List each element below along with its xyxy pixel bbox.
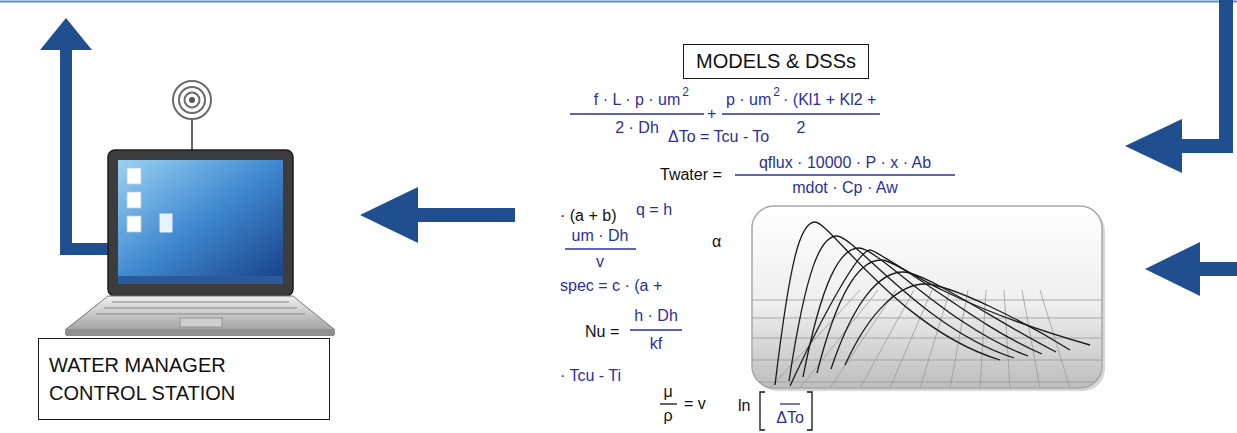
laptop-illustration — [65, 330, 335, 336]
chart-illustration — [752, 206, 1102, 388]
bracket — [760, 392, 812, 430]
fraction-bar — [780, 403, 800, 404]
chart-illustration — [920, 290, 950, 388]
fraction-bar — [565, 114, 955, 404]
laptop-illustration — [179, 87, 205, 113]
laptop-illustration — [104, 308, 297, 309]
chart-illustration — [752, 360, 1102, 361]
chart-illustration — [752, 318, 1102, 319]
equation-term: Twater = — [660, 165, 722, 184]
box-text: WATER MANAGER CONTROL STATION — [49, 351, 319, 407]
equation-term: = v — [684, 394, 706, 413]
equation-term: p · um — [726, 90, 771, 109]
laptop-illustration — [180, 318, 222, 327]
equation-term: v — [596, 252, 604, 271]
equation-term: μ — [663, 382, 672, 401]
flow-arrow — [1145, 242, 1200, 296]
equation-term: mdot · Cp · Aw — [792, 178, 898, 197]
chart-illustration — [1004, 290, 1010, 388]
laptop-illustration — [96, 314, 305, 315]
chart-illustration — [817, 260, 1042, 373]
laptop-illustration — [65, 296, 335, 330]
fraction-bar — [722, 113, 880, 114]
box-text: MODELS & DSSs — [696, 50, 856, 73]
equation-term: um · Dh — [572, 226, 629, 245]
equation-term: + — [707, 104, 716, 123]
chart-illustration — [831, 272, 1056, 369]
equation-term: · (Kl1 + Kl2 + — [783, 90, 876, 109]
flow-arrow — [1196, 262, 1237, 276]
equation-term: α — [712, 232, 721, 251]
bracket — [760, 392, 765, 430]
laptop-illustration — [189, 97, 195, 103]
equation-term: 2 — [797, 118, 806, 137]
fraction-bar — [570, 113, 704, 114]
laptop-illustration — [108, 150, 293, 296]
fraction-bar — [735, 174, 955, 175]
chart-illustration — [1040, 290, 1070, 388]
chart-illustration — [860, 290, 914, 388]
equation-term: ln — [738, 396, 750, 415]
flow-arrow — [40, 18, 92, 50]
fraction-bar — [630, 329, 682, 330]
equation-term: 2 — [773, 85, 780, 99]
chart-illustration — [845, 284, 1070, 365]
chart-illustration — [890, 290, 932, 388]
chart-illustration — [775, 222, 1000, 385]
equation-term: kf — [650, 334, 662, 353]
equation-term: ρ — [663, 406, 672, 425]
laptop-illustration — [127, 216, 141, 232]
equation-term: ΔTo = Tcu - To — [668, 127, 769, 146]
flow-arrow — [1219, 0, 1233, 153]
fraction-bar — [660, 403, 677, 404]
laptop-illustration — [160, 214, 172, 232]
chart-illustration — [752, 290, 1102, 388]
laptop-illustration — [127, 192, 141, 208]
chart-illustration — [775, 222, 1090, 386]
laptop-illustration — [118, 160, 283, 284]
chart-illustration — [770, 290, 860, 388]
model-title-box: MODELS & DSSs — [683, 44, 869, 79]
equation-term: 2 — [682, 85, 689, 99]
equation-term: h · Dh — [634, 306, 678, 325]
equation-term: ΔTo — [776, 408, 804, 427]
equation-term: 2 · Dh — [615, 118, 659, 137]
laptop-illustration — [112, 302, 289, 303]
laptop-illustration — [65, 81, 335, 336]
laptop-illustration — [173, 81, 211, 119]
equation-term: Nu = — [585, 322, 619, 341]
flow-arrow — [1178, 139, 1233, 153]
control-station-box: WATER MANAGER CONTROL STATION — [38, 338, 330, 420]
chart-illustration — [752, 206, 1105, 391]
bracket — [807, 392, 812, 430]
chart-illustration — [790, 250, 1090, 386]
flow-arrow — [60, 243, 108, 255]
equation-term: qflux · 10000 · P · x · Ab — [759, 153, 931, 172]
equation-term: f · L · p · um — [594, 90, 681, 109]
laptop-illustration — [118, 276, 283, 284]
flow-arrow — [360, 187, 418, 243]
top-rule — [0, 1, 1237, 3]
equation-term: · Tcu - Ti — [560, 366, 621, 385]
flow-arrow — [1125, 119, 1182, 173]
fraction-bar — [565, 248, 636, 249]
laptop-illustration — [185, 93, 200, 108]
flow-arrow — [414, 208, 515, 222]
chart-illustration — [830, 290, 896, 388]
laptop-illustration — [127, 168, 141, 184]
equation-term: · (a + b) — [560, 206, 616, 225]
equation-term: spec = c · (a + — [560, 276, 662, 295]
equation-term: q = h — [636, 200, 672, 219]
flow-arrow — [60, 46, 72, 255]
